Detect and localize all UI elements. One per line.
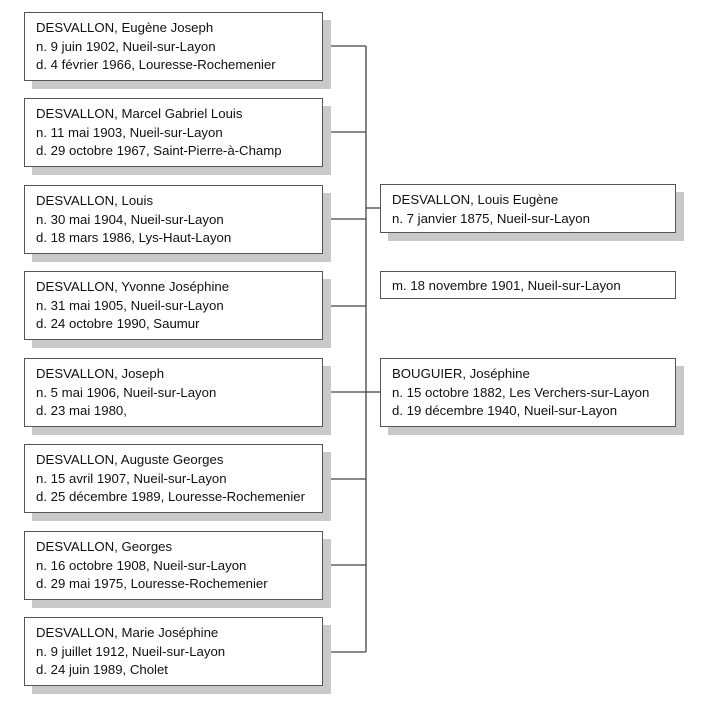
person-card-child: DESVALLON, Georges n. 16 octobre 1908, N…	[24, 531, 323, 600]
person-birth: n. 9 juin 1902, Nueil-sur-Layon	[36, 38, 216, 54]
person-birth: n. 31 mai 1905, Nueil-sur-Layon	[36, 297, 224, 313]
person-death: d. 23 mai 1980,	[36, 403, 127, 418]
person-death: d. 29 octobre 1967, Saint-Pierre-à-Champ	[36, 143, 282, 158]
person-death: d. 24 octobre 1990, Saumur	[36, 316, 200, 331]
person-card-child: DESVALLON, Joseph n. 5 mai 1906, Nueil-s…	[24, 358, 323, 427]
person-card-child: DESVALLON, Auguste Georges n. 15 avril 1…	[24, 444, 323, 513]
person-name: DESVALLON, Louis	[36, 193, 154, 208]
person-card-child: DESVALLON, Eugène Joseph n. 9 juin 1902,…	[24, 12, 323, 81]
person-birth: n. 5 mai 1906, Nueil-sur-Layon	[36, 384, 217, 400]
person-card-child: DESVALLON, Marcel Gabriel Louis n. 11 ma…	[24, 98, 323, 167]
person-name: DESVALLON, Auguste Georges	[36, 452, 224, 467]
person-card-child: DESVALLON, Louis n. 30 mai 1904, Nueil-s…	[24, 185, 323, 254]
person-death: d. 18 mars 1986, Lys-Haut-Layon	[36, 230, 232, 245]
person-birth: n. 7 janvier 1875, Nueil-sur-Layon	[392, 210, 590, 226]
person-death: d. 25 décembre 1989, Louresse-Rochemenie…	[36, 489, 306, 504]
person-birth: n. 30 mai 1904, Nueil-sur-Layon	[36, 211, 224, 227]
person-card-child: DESVALLON, Yvonne Joséphine n. 31 mai 19…	[24, 271, 323, 340]
person-card-child: DESVALLON, Marie Joséphine n. 9 juillet …	[24, 617, 323, 686]
person-name: DESVALLON, Yvonne Joséphine	[36, 279, 230, 294]
marriage-card: m. 18 novembre 1901, Nueil-sur-Layon	[380, 271, 676, 299]
person-name: BOUGUIER, Joséphine	[392, 366, 530, 381]
person-birth: n. 15 octobre 1882, Les Verchers-sur-Lay…	[392, 384, 650, 400]
marriage-text: m. 18 novembre 1901, Nueil-sur-Layon	[392, 278, 621, 293]
person-birth: n. 11 mai 1903, Nueil-sur-Layon	[36, 124, 223, 140]
person-birth: n. 9 juillet 1912, Nueil-sur-Layon	[36, 643, 226, 659]
person-name: DESVALLON, Joseph	[36, 366, 165, 381]
person-birth: n. 15 avril 1907, Nueil-sur-Layon	[36, 470, 227, 486]
person-name: DESVALLON, Marie Joséphine	[36, 625, 219, 640]
person-name: DESVALLON, Georges	[36, 539, 173, 554]
person-death: d. 4 février 1966, Louresse-Rochemenier	[36, 57, 276, 72]
person-card-mother: BOUGUIER, Joséphine n. 15 octobre 1882, …	[380, 358, 676, 427]
person-name: DESVALLON, Louis Eugène	[392, 192, 559, 207]
person-name: DESVALLON, Marcel Gabriel Louis	[36, 106, 243, 121]
person-death: d. 29 mai 1975, Louresse-Rochemenier	[36, 576, 268, 591]
person-death: d. 19 décembre 1940, Nueil-sur-Layon	[392, 403, 618, 418]
person-card-father: DESVALLON, Louis Eugène n. 7 janvier 187…	[380, 184, 676, 233]
person-name: DESVALLON, Eugène Joseph	[36, 20, 214, 35]
person-birth: n. 16 octobre 1908, Nueil-sur-Layon	[36, 557, 247, 573]
person-death: d. 24 juin 1989, Cholet	[36, 662, 168, 677]
